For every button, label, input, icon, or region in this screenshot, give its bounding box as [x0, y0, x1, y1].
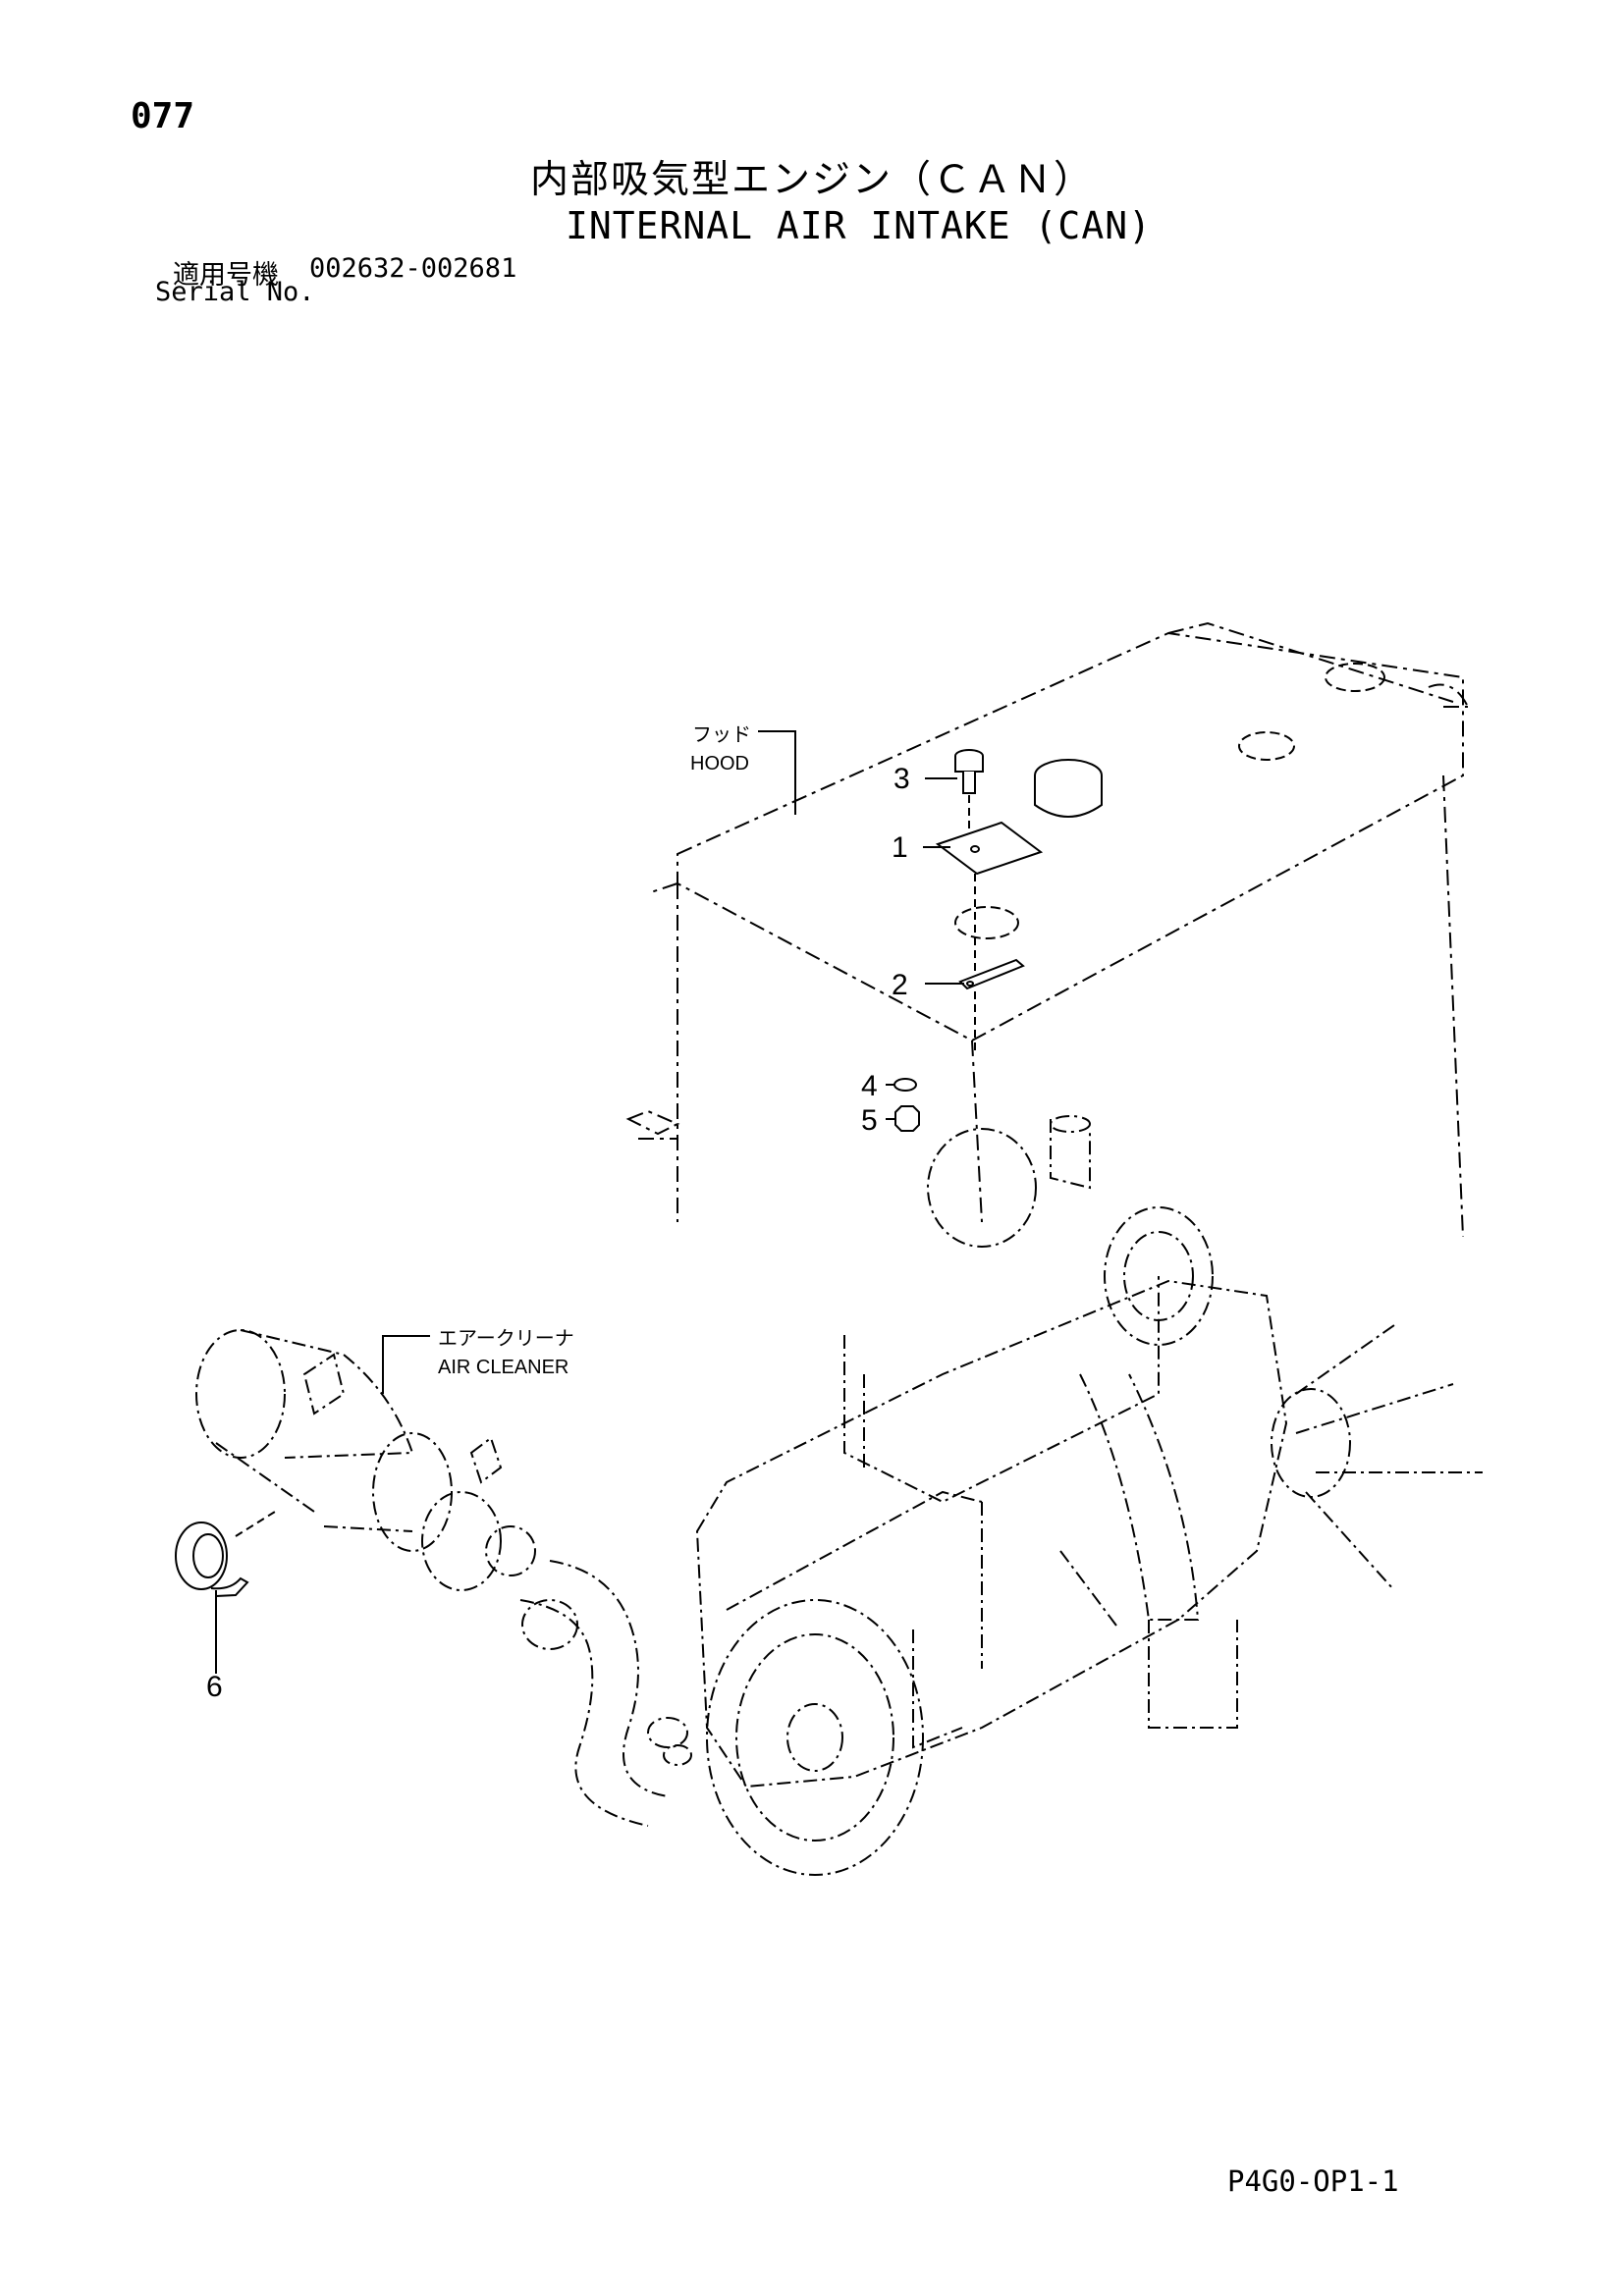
- hood-label-jp: フッド: [692, 724, 751, 746]
- callout-6: 6: [206, 1671, 223, 1703]
- air-cleaner-label-en: AIR CLEANER: [438, 1357, 568, 1378]
- clamp-part-6: [175, 1511, 276, 1597]
- page-number: 077: [131, 96, 195, 136]
- page-code: P4G0-OP1-1: [1227, 2164, 1399, 2198]
- callout-3: 3: [893, 763, 910, 795]
- hood-holes: [954, 663, 1385, 939]
- washer-part-4: [893, 1078, 917, 1092]
- intake-cap: [1034, 759, 1103, 818]
- air-cleaner-outline: [195, 1329, 503, 1591]
- bracket-part-2: [958, 958, 1025, 1050]
- hood-outline: [625, 621, 1469, 1238]
- callout-5: 5: [861, 1104, 878, 1137]
- air-cleaner-label-jp: エアークリーナ: [438, 1327, 574, 1350]
- page-title-en: INTERNAL AIR INTAKE (CAN): [566, 204, 1152, 247]
- engine-outline: [695, 1115, 1483, 1876]
- plate-part-1: [935, 821, 1044, 982]
- nut-part-5: [894, 1105, 920, 1132]
- hood-label-en: HOOD: [690, 753, 749, 774]
- page-title-jp: 内部吸気型エンジン（ＣＡＮ）: [530, 158, 1095, 202]
- intake-hose: [485, 1525, 692, 1827]
- callout-1: 1: [892, 831, 908, 864]
- callout-2: 2: [892, 969, 908, 1001]
- serial-label-jp: 適用号機: [173, 260, 279, 291]
- leader-lines: [215, 730, 964, 1674]
- callout-4: 4: [861, 1070, 878, 1102]
- serial-label-en: Serial No.: [155, 277, 315, 307]
- serial-range: 002632-002681: [309, 253, 517, 284]
